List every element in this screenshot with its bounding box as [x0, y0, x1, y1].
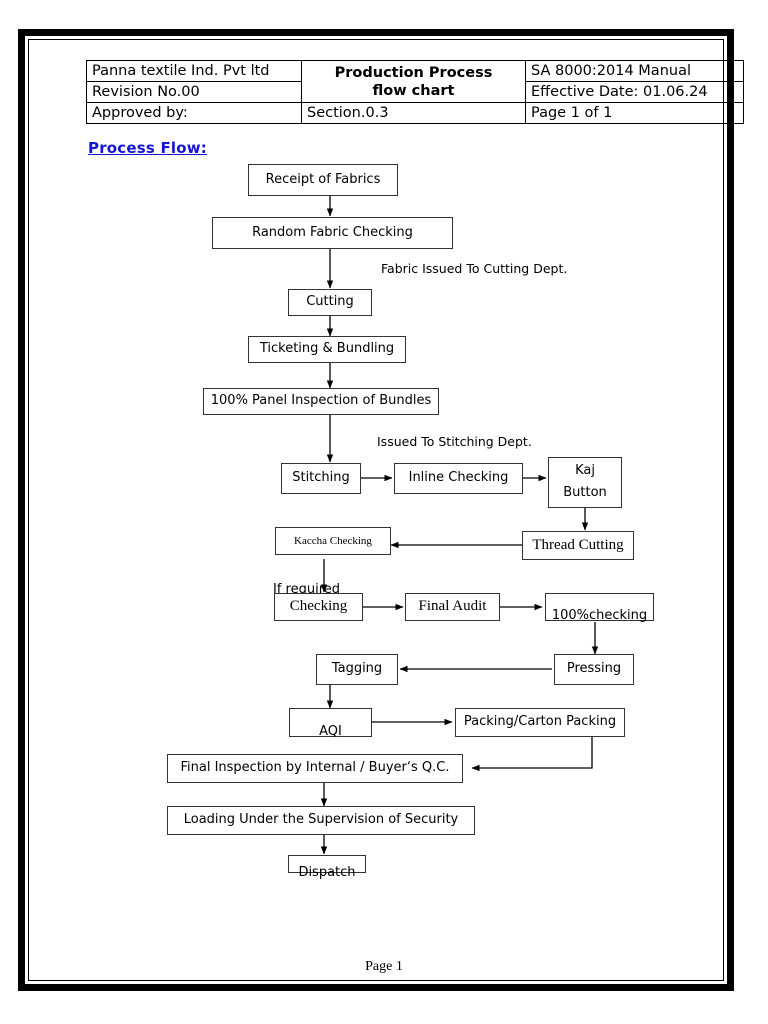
flow-node-checking[interactable]: Checking: [274, 593, 363, 621]
header-cell-company: Panna textile Ind. Pvt ltd: [86, 59, 302, 83]
flow-node-aqi[interactable]: AQI: [289, 708, 372, 740]
header-title-line1: Production Process: [334, 64, 493, 81]
annotation-issued-to-stitching: Issued To Stitching Dept.: [377, 434, 532, 449]
header-row-3: Approved by: Section.0.3 Page 1 of 1: [86, 102, 744, 125]
flow-node-dispatch[interactable]: Dispatch: [288, 855, 366, 880]
header-cell-effective-date: Effective Date: 01.06.24: [525, 81, 744, 104]
process-flow-heading: Process Flow:: [88, 139, 207, 157]
flow-node-final-inspection[interactable]: Final Inspection by Internal / Buyer‘s Q…: [167, 754, 463, 783]
flow-node-thread-cutting[interactable]: Thread Cutting: [522, 531, 634, 560]
header-cell-page-of: Page 1 of 1: [525, 102, 744, 125]
flow-node-packing-carton-packing[interactable]: Packing/Carton Packing: [455, 708, 625, 737]
flow-node-label: Final Audit: [418, 598, 487, 615]
page-footer: Page 1: [365, 959, 403, 974]
flow-node-tagging[interactable]: Tagging: [316, 654, 398, 685]
document-header-table: Panna textile Ind. Pvt ltd Production Pr…: [86, 59, 744, 125]
flow-node-label: Checking: [289, 598, 348, 615]
flow-node-kaj-button[interactable]: Kaj Button: [548, 457, 622, 508]
flow-node-label-line2: Button: [563, 484, 607, 500]
flow-node-label: Tagging: [331, 661, 383, 677]
header-row-2: Revision No.00 Effective Date: 01.06.24: [86, 81, 744, 104]
flow-node-label-line1: Kaj: [575, 463, 595, 479]
header-cell-section: Section.0.3: [301, 102, 526, 125]
flow-node-label: Cutting: [306, 294, 354, 310]
flow-node-label: Loading Under the Supervision of Securit…: [183, 812, 459, 828]
header-title-line2: flow chart: [372, 82, 455, 99]
flow-node-label: Final Inspection by Internal / Buyer‘s Q…: [180, 760, 450, 776]
flow-node-label: Thread Cutting: [532, 536, 624, 553]
flow-node-label: Packing/Carton Packing: [463, 714, 617, 730]
flow-node-label: 100%checking: [551, 608, 648, 624]
flow-node-inline-checking[interactable]: Inline Checking: [394, 463, 523, 494]
header-cell-approved-by: Approved by:: [86, 102, 302, 125]
flow-node-kaccha-checking[interactable]: Kaccha Checking: [275, 527, 391, 555]
flow-node-pressing[interactable]: Pressing: [554, 654, 634, 685]
flow-node-label: Random Fabric Checking: [252, 224, 413, 240]
flow-node-label: 100% Panel Inspection of Bundles: [210, 393, 432, 409]
flow-node-ticketing-bundling[interactable]: Ticketing & Bundling: [248, 336, 406, 363]
flow-node-label: Stitching: [292, 470, 350, 486]
flow-node-loading-supervision[interactable]: Loading Under the Supervision of Securit…: [167, 806, 475, 835]
flow-node-label: AQI: [319, 724, 342, 740]
flow-node-stitching[interactable]: Stitching: [281, 463, 361, 494]
flow-node-label: Kaccha Checking: [294, 534, 372, 547]
flow-node-label: Ticketing & Bundling: [259, 341, 395, 357]
flow-node-random-fabric-checking[interactable]: Random Fabric Checking: [212, 217, 453, 249]
flow-node-label: Dispatch: [298, 865, 356, 881]
flow-node-final-audit[interactable]: Final Audit: [405, 593, 500, 621]
flow-node-label: Inline Checking: [408, 470, 509, 486]
flow-node-label: Pressing: [566, 661, 622, 677]
flow-node-cutting[interactable]: Cutting: [288, 289, 372, 316]
flow-node-100-percent-checking[interactable]: 100%checking: [545, 593, 654, 624]
annotation-fabric-issued-to-cutting: Fabric Issued To Cutting Dept.: [381, 261, 568, 276]
header-row-1: Panna textile Ind. Pvt ltd Production Pr…: [86, 59, 744, 104]
flow-node-label: Receipt of Fabrics: [265, 171, 381, 187]
flow-node-panel-inspection[interactable]: 100% Panel Inspection of Bundles: [203, 388, 439, 415]
flow-node-receipt-of-fabrics[interactable]: Receipt of Fabrics: [248, 164, 398, 196]
